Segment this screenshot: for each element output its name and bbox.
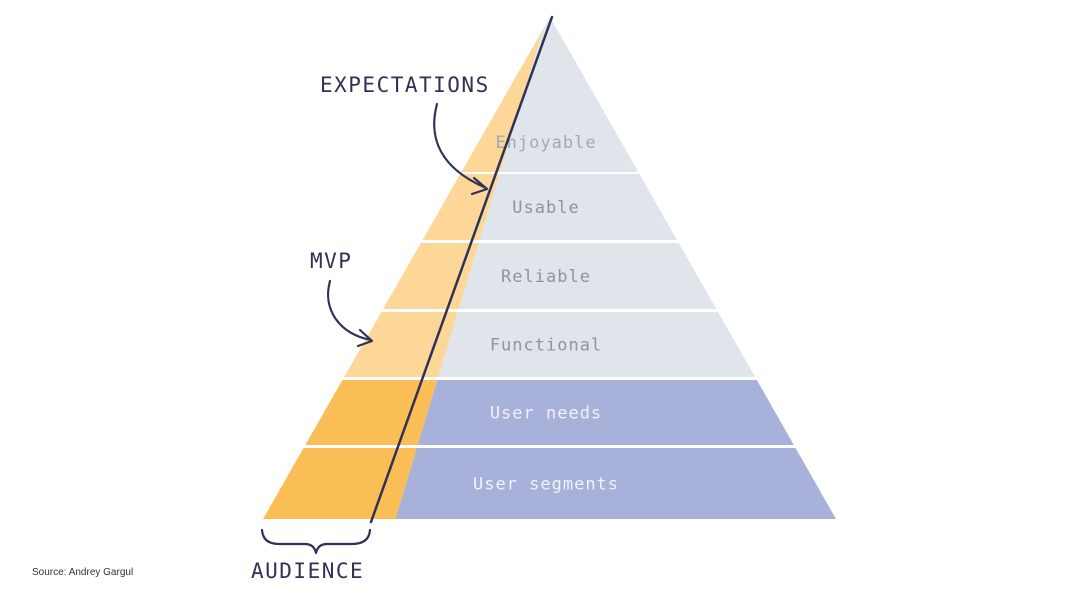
audience-divider-line bbox=[369, 15, 554, 524]
pyramid-layer: Functional bbox=[344, 312, 756, 377]
pyramid-layer: Usable bbox=[422, 174, 678, 240]
expectations-arrow bbox=[433, 102, 488, 190]
mvp-label: MVP bbox=[310, 249, 352, 273]
audience-brace bbox=[260, 528, 372, 555]
pyramid-layer: User needs bbox=[305, 380, 794, 445]
pyramid-layer: Reliable bbox=[383, 243, 717, 309]
pyramid-layer: Enjoyable bbox=[461, 17, 639, 172]
expectations-label: EXPECTATIONS bbox=[320, 73, 490, 97]
layer-label: Usable bbox=[512, 198, 579, 218]
mvp-arrow bbox=[327, 279, 373, 342]
audience-label: AUDIENCE bbox=[251, 559, 364, 583]
layer-label: Reliable bbox=[501, 267, 591, 287]
layer-label: User needs bbox=[490, 404, 602, 424]
layer-label: Functional bbox=[490, 336, 602, 356]
mvp-arrow-head bbox=[356, 328, 374, 348]
source-credit: Source: Andrey Gargul bbox=[32, 567, 134, 578]
expectations-arrow-head bbox=[470, 176, 489, 196]
layer-label: User segments bbox=[473, 475, 619, 495]
pyramid-layer: User segments bbox=[263, 448, 836, 519]
layer-label: Enjoyable bbox=[495, 133, 596, 153]
